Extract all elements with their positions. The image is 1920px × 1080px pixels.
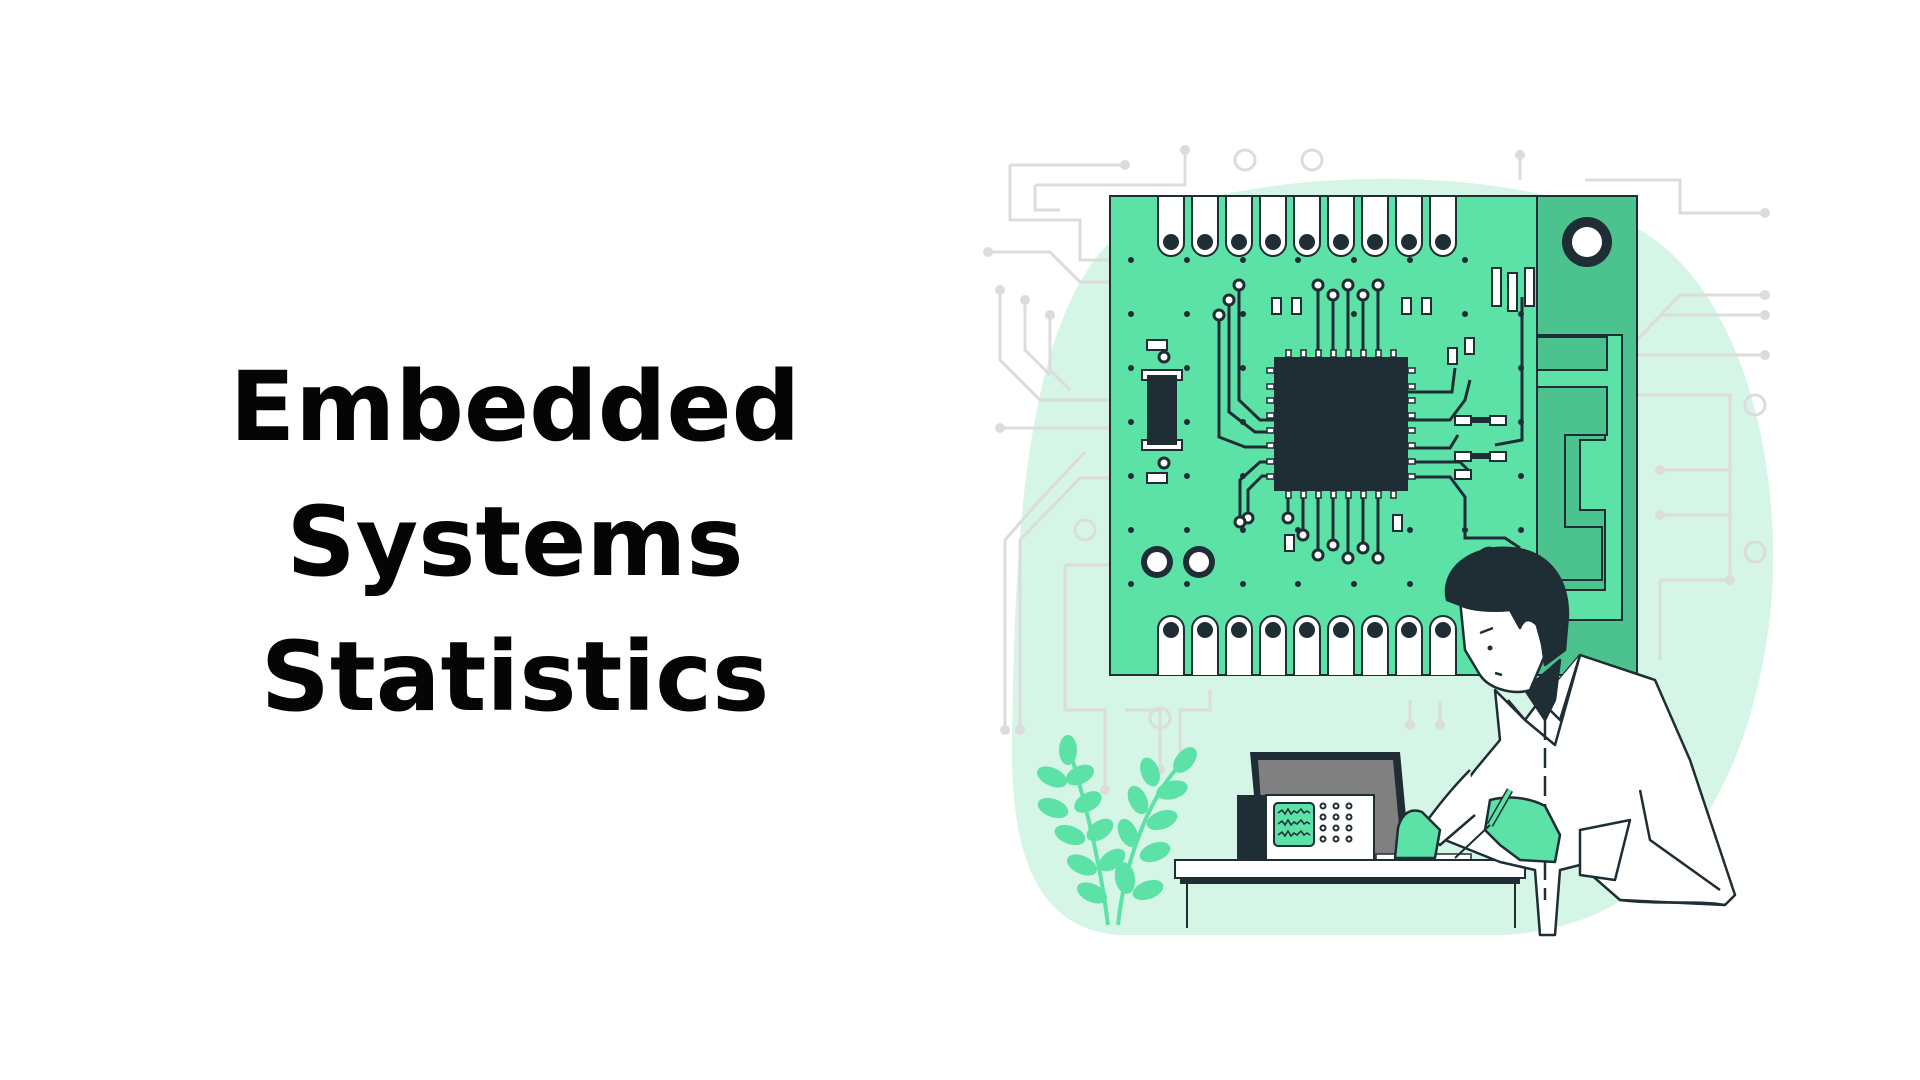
title-line-1: Embedded	[229, 351, 801, 463]
background-traces-icon	[988, 150, 1765, 790]
page-title: Embedded Systems Statistics	[165, 340, 865, 745]
trace-pads	[1212, 278, 1385, 565]
smd-components	[1271, 267, 1535, 552]
title-line-2: Systems	[286, 486, 744, 598]
plant-icon	[1037, 735, 1197, 926]
trace-endpoints-icon	[983, 145, 1770, 795]
title-line-3: Statistics	[260, 621, 770, 733]
oscilloscope-icon	[1237, 752, 1410, 861]
microchip-icon	[1266, 349, 1416, 499]
engineer-figure	[1393, 546, 1737, 937]
resistor-icon	[1141, 339, 1183, 484]
